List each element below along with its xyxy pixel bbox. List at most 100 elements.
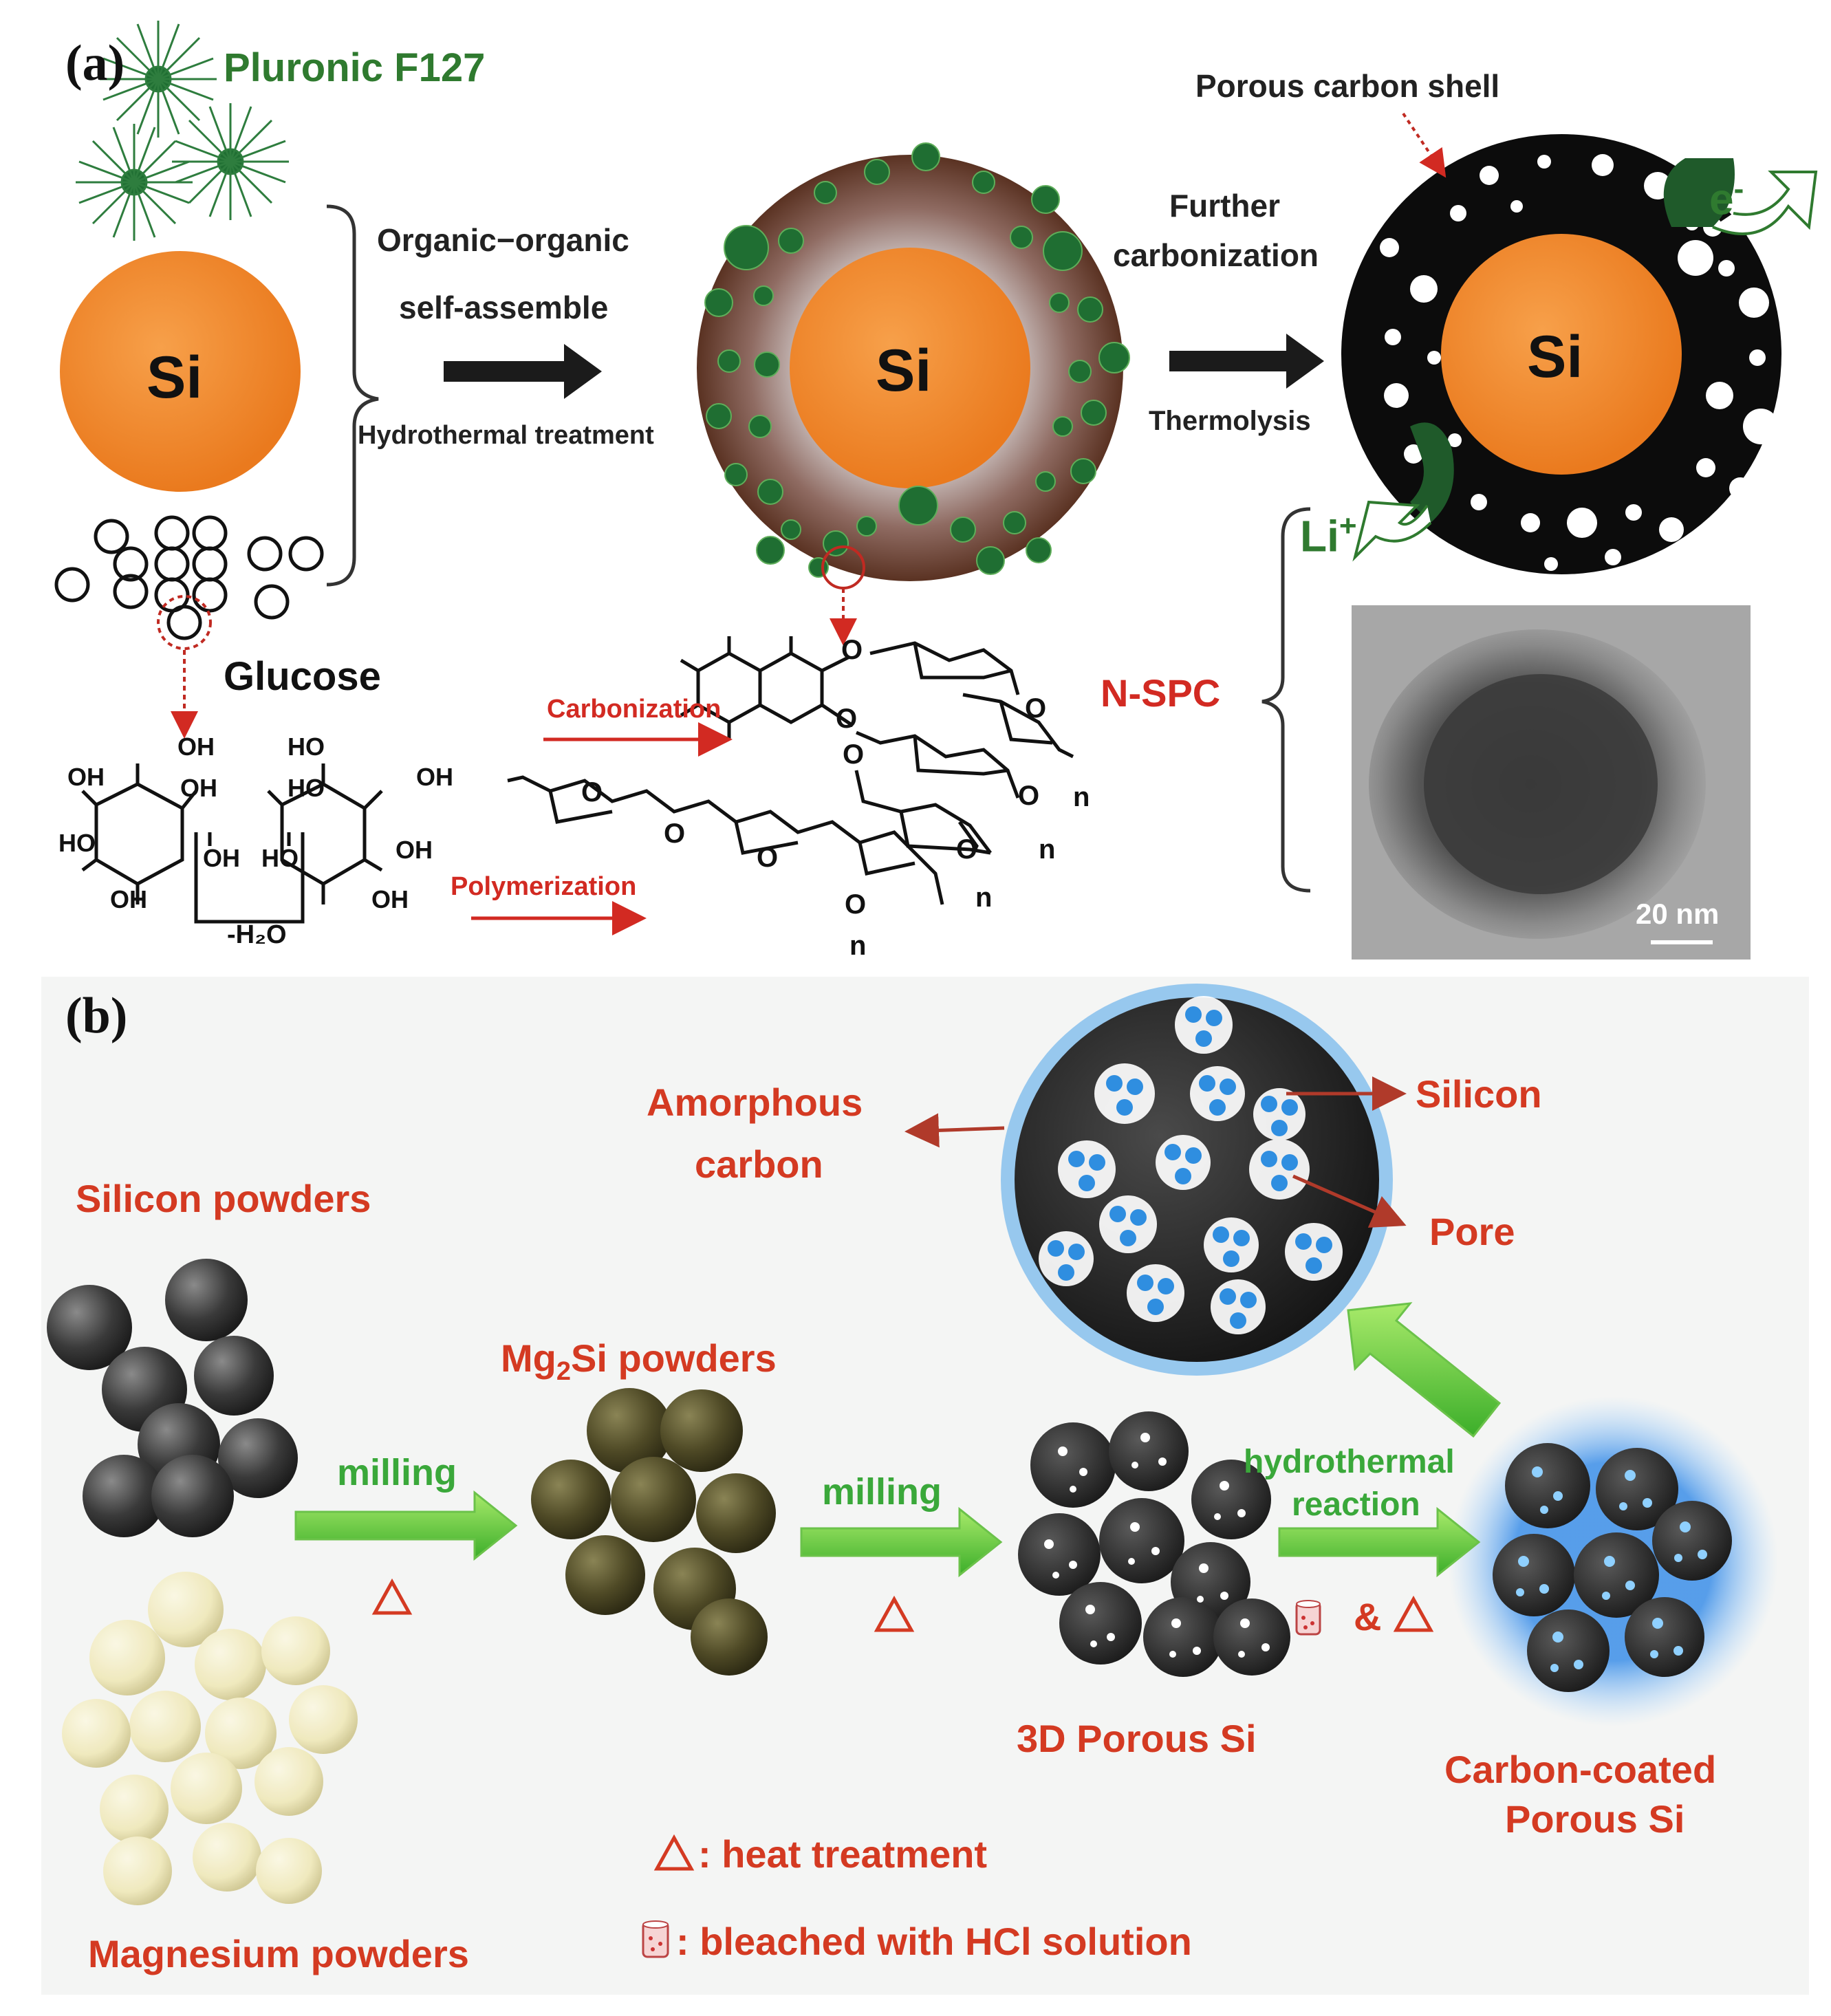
chem-ho-2: HO (261, 844, 299, 872)
carbon-coated-label-2: Porous Si (1505, 1797, 1685, 1841)
chem-ho-4: HO (288, 774, 325, 802)
zoomed-carbon-coated-sphere (1001, 984, 1393, 1376)
hydrothermal-label-1: hydrothermal (1244, 1444, 1455, 1480)
pluronic-micelles (76, 21, 289, 241)
polymer-o-10: O (845, 889, 866, 920)
chem-ho-1: HO (58, 829, 96, 857)
lithium-arrow-head (1352, 500, 1432, 562)
chem-oh-1: OH (67, 763, 105, 791)
brace-a-left (326, 204, 379, 587)
si-label-middle: Si (876, 338, 932, 404)
polymer-n-1: n (1073, 782, 1090, 812)
glucose-label: Glucose (224, 654, 381, 699)
polymer-o-8: O (664, 819, 685, 849)
polymer-structure (507, 636, 1074, 905)
mg2si-suffix: Si powders (571, 1336, 777, 1380)
arrow-milling-1 (294, 1490, 518, 1561)
chem-oh-5: OH (203, 844, 240, 872)
porous-si-label: 3D Porous Si (1017, 1717, 1257, 1760)
silicon-powders-label: Silicon powders (76, 1177, 371, 1220)
electron-arrow-body (1663, 158, 1735, 227)
step1-label-line2: self-assemble (399, 290, 609, 325)
polymer-o-4: O (1025, 693, 1046, 724)
shell-label: Porous carbon shell (1195, 68, 1500, 104)
electron-sup: - (1733, 172, 1744, 206)
amorphous-label-2: carbon (695, 1142, 823, 1186)
milling-label-2: milling (822, 1471, 942, 1513)
si-sphere-left (60, 251, 301, 492)
legend-hcl-label: : bleached with HCl solution (676, 1920, 1192, 1963)
polymer-o-5: O (1018, 781, 1039, 811)
si-core-middle (790, 248, 1030, 488)
micelles-on-shell (704, 142, 1130, 578)
chem-ho-3: HO (288, 733, 325, 761)
chem-oh-3: OH (180, 774, 217, 802)
arrow-hydrothermal (1278, 1506, 1481, 1578)
si-label-left: Si (147, 345, 203, 411)
electron-text: e (1709, 174, 1734, 224)
polymer-o-1: O (841, 635, 863, 665)
beaker-icon (1295, 1600, 1321, 1636)
amp-label: & (1354, 1595, 1382, 1638)
scale-bar-label: 20 nm (1636, 898, 1720, 930)
polymer-o-2: O (836, 704, 857, 734)
magnesium-powder-spheres (62, 1572, 358, 1905)
lithium-arrow-body (1410, 422, 1454, 523)
chem-oh-6: OH (416, 763, 453, 791)
polymer-o-9: O (757, 843, 778, 873)
nspc-label: N-SPC (1101, 671, 1221, 715)
delta-icon-legend (653, 1834, 695, 1871)
polymer-n-2: n (1039, 834, 1055, 865)
pluronic-label: Pluronic F127 (224, 45, 486, 90)
arrow-milling-2 (800, 1506, 1003, 1578)
glucose-highlight-ring (157, 595, 212, 650)
pore-pointer (1292, 1174, 1407, 1228)
delta-icon-1 (371, 1578, 413, 1615)
step2-label-line1: Further (1169, 188, 1280, 224)
glucose-circles (54, 515, 324, 640)
amorphous-label-1: Amorphous (647, 1081, 863, 1124)
mg2si-powder-spheres (531, 1388, 776, 1676)
milling-label-1: milling (337, 1452, 457, 1493)
glucose-structure (81, 763, 383, 924)
lithium-sup: + (1339, 509, 1357, 543)
carbon-coated-label-1: Carbon-coated (1444, 1748, 1717, 1791)
brace-nspc (1261, 507, 1311, 893)
porous-si-spheres (1018, 1411, 1290, 1677)
delta-icon-3 (1393, 1595, 1434, 1632)
arrow-step2 (1169, 334, 1324, 389)
electron-arrow-head (1712, 171, 1818, 235)
si-label-right: Si (1527, 324, 1583, 390)
polymerization-label: Polymerization (451, 872, 637, 901)
arrow-zoom (1347, 1302, 1502, 1438)
pore-label: Pore (1429, 1210, 1515, 1253)
amorphous-pointer (904, 1113, 1005, 1148)
chem-oh-2: OH (177, 733, 215, 761)
step1-label-bottom: Hydrothermal treatment (358, 421, 654, 450)
carbonization-label: Carbonization (547, 695, 722, 724)
lithium-text: Li (1300, 511, 1339, 561)
electron-label: e- (1709, 172, 1744, 224)
mg2si-label: Mg2Si powders (501, 1336, 777, 1387)
step1-label-line1: Organic−organic (377, 222, 629, 258)
chem-oh-7: OH (396, 836, 433, 864)
mg2si-prefix: Mg (501, 1336, 556, 1380)
panel-b-tag: (b) (65, 988, 128, 1044)
step2-label-line2: carbonization (1113, 237, 1319, 273)
hydrothermal-label-2: reaction (1292, 1486, 1420, 1523)
silicon-label: Silicon (1416, 1072, 1542, 1116)
shell-pointer-line (1402, 112, 1447, 178)
magnesium-powders-label: Magnesium powders (88, 1932, 469, 1975)
panel-a-tag: (a) (65, 35, 125, 91)
beaker-icon-legend (642, 1920, 669, 1958)
polymer-o-7: O (581, 777, 603, 808)
carbon-coated-cluster (1448, 1396, 1778, 1726)
polymer-o-3: O (843, 739, 864, 770)
step2-label-bottom: Thermolysis (1149, 406, 1311, 436)
chem-oh-4: OH (110, 885, 147, 913)
legend-heat-label: : heat treatment (698, 1832, 988, 1876)
si-core-right (1441, 234, 1682, 475)
chem-oh-8: OH (371, 885, 409, 913)
mg2si-sub: 2 (556, 1357, 571, 1387)
